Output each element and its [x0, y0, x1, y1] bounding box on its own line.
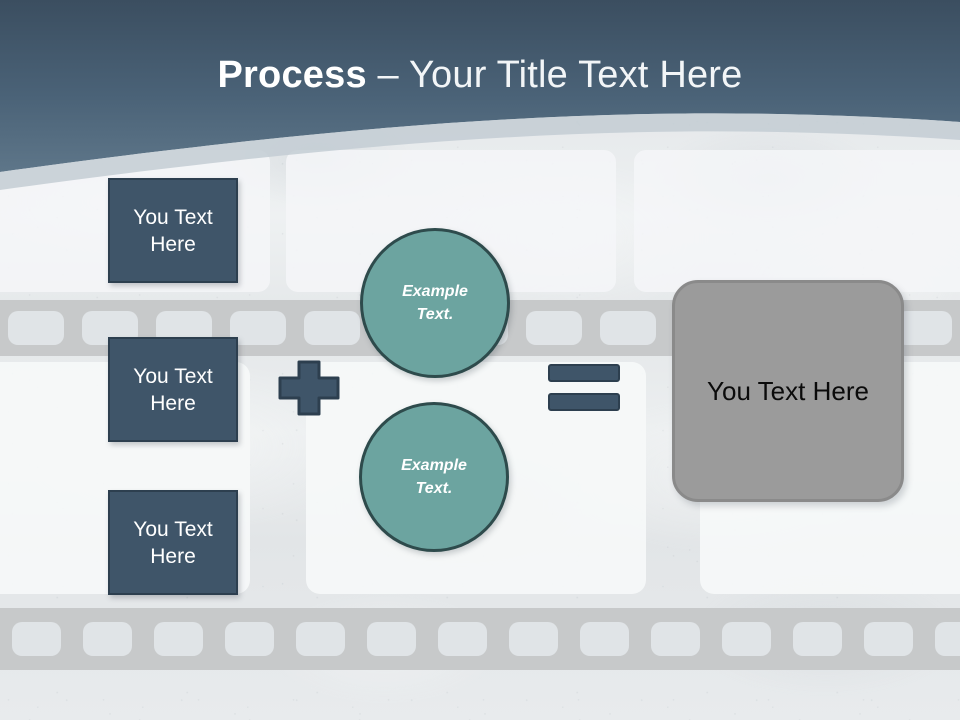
example-circle-1-text: Example Text. [402, 280, 468, 326]
film-sprocket-hole [580, 622, 629, 656]
page-title-rest: Your Title Text Here [408, 54, 743, 96]
example-circle-1-line1: Example [402, 283, 468, 300]
film-sprocket-hole [651, 622, 700, 656]
example-circle-2[interactable]: Example Text. [359, 402, 509, 552]
example-circle-2-text: Example Text. [401, 454, 467, 500]
film-sprocket-hole [526, 311, 582, 345]
film-sprocket-hole [509, 622, 558, 656]
film-sprocket-hole [896, 311, 952, 345]
page-title: Process – Your Title Text Here [0, 50, 960, 100]
example-circle-2-line1: Example [401, 457, 467, 474]
input-box-2-label: You Text Here [133, 364, 213, 415]
input-box-1-label: You Text Here [133, 205, 213, 256]
equals-icon [548, 364, 620, 412]
plus-icon-shape [278, 360, 340, 416]
film-sprocket-hole [225, 622, 274, 656]
film-sprocket-hole [600, 311, 656, 345]
film-sprocket-hole [304, 311, 360, 345]
equals-icon-bar-bottom [548, 393, 620, 411]
input-box-2[interactable]: You Text Here [108, 337, 238, 442]
film-sprocket-hole [8, 311, 64, 345]
film-sprocket-hole [438, 622, 487, 656]
film-sprocket-hole [230, 311, 286, 345]
film-sprocket-hole [154, 622, 203, 656]
film-sprocket-hole [722, 622, 771, 656]
input-box-3[interactable]: You Text Here [108, 490, 238, 595]
film-sprocket-hole [367, 622, 416, 656]
page-title-separator: – [366, 54, 409, 96]
example-circle-2-line2: Text. [415, 480, 453, 497]
film-sprocket-hole [296, 622, 345, 656]
film-sprocket-hole [793, 622, 842, 656]
input-box-1[interactable]: You Text Here [108, 178, 238, 283]
header-curve-shape [0, 0, 960, 190]
film-sprocket-hole [83, 622, 132, 656]
film-sprocket-holes-bottom [0, 608, 960, 670]
slide-header-banner: Process – Your Title Text Here [0, 0, 960, 190]
input-box-3-label: You Text Here [133, 517, 213, 568]
film-sprocket-hole [935, 622, 960, 656]
result-box[interactable]: You Text Here [672, 280, 904, 502]
equals-icon-bar-top [548, 364, 620, 382]
result-box-label: You Text Here [707, 376, 869, 406]
film-sprocket-hole [864, 622, 913, 656]
example-circle-1-line2: Text. [416, 306, 454, 323]
film-sprocket-hole [12, 622, 61, 656]
plus-icon [278, 360, 340, 416]
film-frame-plate-top-3 [634, 150, 960, 292]
film-strip-band-bottom [0, 608, 960, 670]
page-title-bold: Process [217, 54, 367, 96]
example-circle-1[interactable]: Example Text. [360, 228, 510, 378]
